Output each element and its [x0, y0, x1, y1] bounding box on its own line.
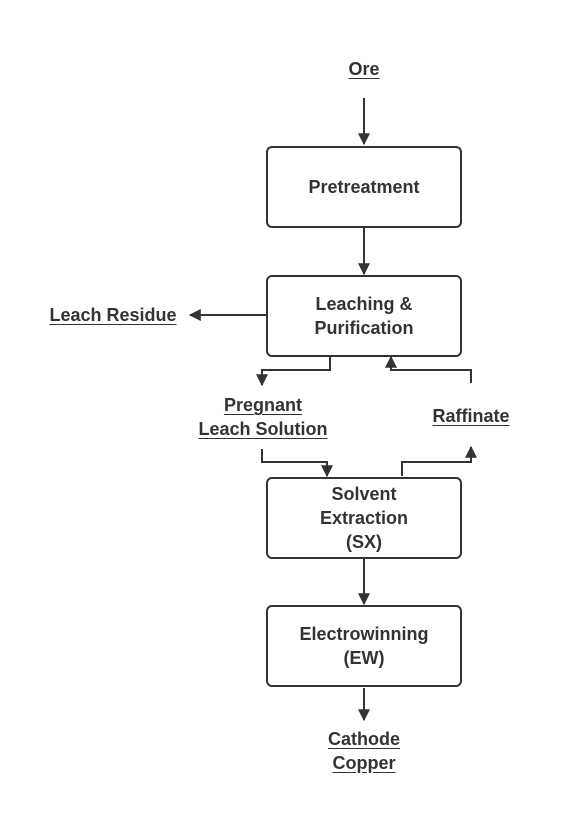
label-raffinate: Raffinate [432, 406, 510, 426]
label-leach-residue: Leach Residue [49, 305, 177, 325]
node-solvent-extraction: Solvent Extraction (SX) [266, 477, 462, 559]
node-pretreatment: Pretreatment [266, 146, 462, 228]
arrow-leaching-to-pregnant [256, 357, 331, 387]
label-pregnant-leach-solution: Pregnant Leach Solution [198, 395, 328, 439]
node-leaching-purification: Leaching & Purification [266, 275, 462, 357]
node-electrowinning: Electrowinning (EW) [266, 605, 462, 687]
node-sx-label: Solvent Extraction (SX) [319, 484, 409, 552]
arrow-raffinate-to-leaching [385, 355, 472, 383]
arrow-pregnant-to-sx [261, 449, 333, 478]
node-leaching-label: Leaching & Purification [314, 294, 414, 338]
label-ore: Ore [348, 59, 380, 79]
node-pretreatment-label: Pretreatment [308, 177, 420, 197]
node-ew-label: Electrowinning (EW) [299, 624, 429, 668]
arrow-sx-to-raffinate [401, 445, 477, 476]
label-cathode-copper: Cathode Copper [328, 729, 400, 773]
